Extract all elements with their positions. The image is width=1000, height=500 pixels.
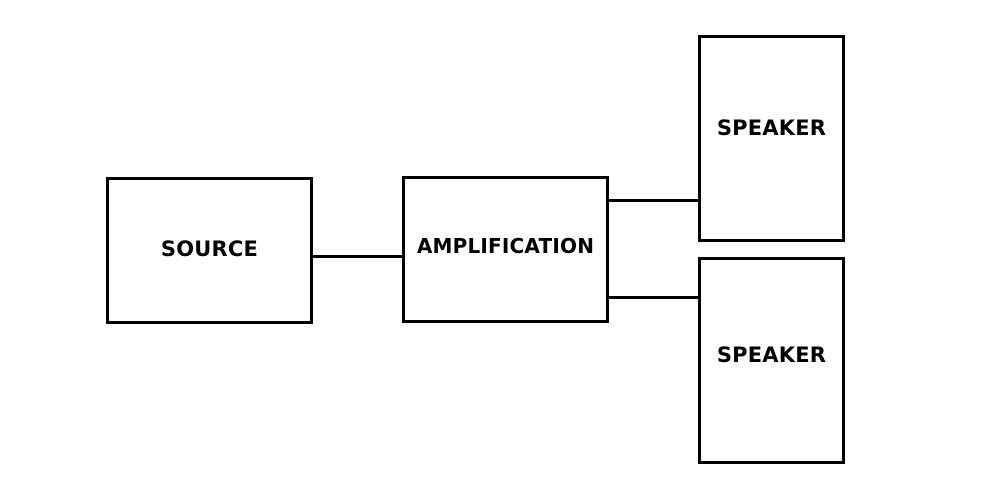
connector-amplification-to-speaker-top xyxy=(609,199,698,202)
connector-amplification-to-speaker-bottom xyxy=(609,296,698,299)
source-label: SOURCE xyxy=(160,236,259,261)
connector-source-to-amplification xyxy=(313,255,402,258)
speaker-bottom-label: SPEAKER xyxy=(716,342,827,367)
speaker-top-node: SPEAKER xyxy=(698,35,845,242)
amplification-node: AMPLIFICATION xyxy=(402,176,609,323)
speaker-top-label: SPEAKER xyxy=(716,115,827,140)
amplification-label: AMPLIFICATION xyxy=(416,233,595,258)
source-node: SOURCE xyxy=(106,177,313,324)
speaker-bottom-node: SPEAKER xyxy=(698,257,845,464)
